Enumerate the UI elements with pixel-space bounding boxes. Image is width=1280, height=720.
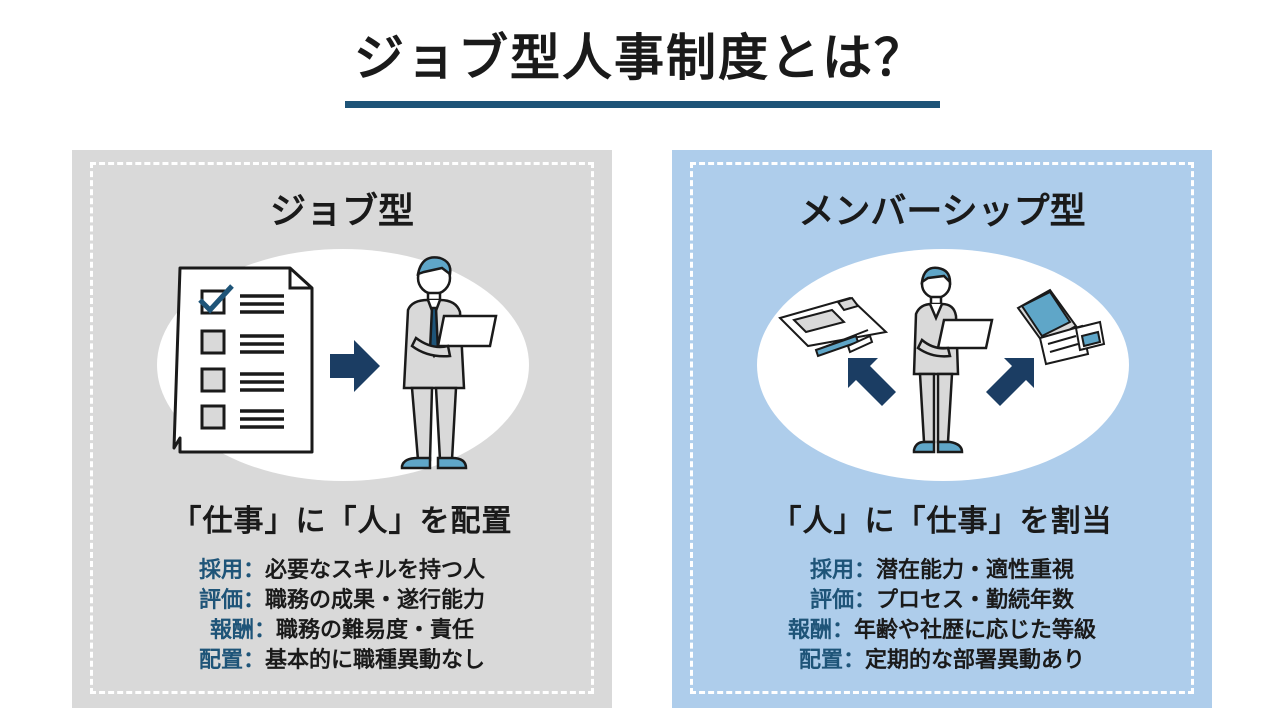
attribute-value: 潜在能力・適性重視	[876, 558, 1075, 583]
attribute-row-recruitment: 採用 ： 潜在能力・適性重視	[672, 552, 1212, 583]
attribute-label: 配置	[198, 648, 243, 673]
arrow-up-right-icon	[986, 358, 1034, 406]
attribute-separator: ：	[853, 558, 876, 583]
membership-type-heading: メンバーシップ型	[798, 191, 1086, 232]
attribute-separator: ：	[253, 618, 276, 643]
attribute-label: 報酬	[787, 618, 832, 643]
attribute-separator: ：	[853, 588, 876, 613]
job-type-attributes: 採用 ： 必要なスキルを持つ人 評価 ： 職務の成果・遂行能力 報酬 ： 職務の…	[72, 552, 612, 673]
job-type-heading: ジョブ型	[269, 191, 414, 232]
attribute-label: 評価	[198, 588, 243, 613]
attribute-separator: ：	[842, 648, 865, 673]
attribute-separator: ：	[242, 558, 265, 583]
dashed-border	[690, 162, 1194, 694]
page-title: ジョブ型人事制度とは？	[354, 29, 926, 87]
arrow-right-icon	[330, 340, 380, 392]
attribute-separator: ：	[242, 588, 265, 613]
job-type-tagline: 「仕事」に「人」を配置	[171, 504, 513, 539]
attribute-row-placement: 配置 ： 定期的な部署異動あり	[672, 642, 1212, 673]
attribute-label: 配置	[798, 648, 843, 673]
attribute-value: プロセス・勤続年数	[876, 588, 1075, 613]
attribute-value: 定期的な部署異動あり	[865, 648, 1086, 673]
documents-icon	[1016, 288, 1106, 366]
membership-type-attributes: 採用 ： 潜在能力・適性重視 評価 ： プロセス・勤続年数 報酬 ： 年齢や社歴…	[672, 552, 1212, 673]
attribute-value: 職務の難易度・責任	[276, 618, 475, 643]
attribute-label: 採用	[198, 558, 243, 583]
membership-type-panel: メンバーシップ型	[672, 150, 1212, 708]
attribute-value: 年齢や社歴に応じた等級	[854, 618, 1097, 643]
title-underline	[345, 101, 940, 108]
blueprint-icon	[778, 296, 889, 358]
attribute-row-recruitment: 採用 ： 必要なスキルを持つ人	[72, 552, 612, 583]
attribute-separator: ：	[831, 618, 854, 643]
attribute-row-placement: 配置 ： 基本的に職種異動なし	[72, 642, 612, 673]
attribute-label: 採用	[809, 558, 854, 583]
attribute-row-compensation: 報酬 ： 職務の難易度・責任	[72, 612, 612, 643]
attribute-row-evaluation: 評価 ： 職務の成果・遂行能力	[72, 582, 612, 613]
attribute-value: 必要なスキルを持つ人	[265, 558, 486, 583]
attribute-separator: ：	[242, 648, 265, 673]
attribute-value: 基本的に職種異動なし	[265, 648, 486, 673]
attribute-row-evaluation: 評価 ： プロセス・勤続年数	[672, 582, 1212, 613]
attribute-value: 職務の成果・遂行能力	[265, 588, 486, 613]
membership-type-tagline: 「人」に「仕事」を割当	[771, 504, 1113, 539]
checklist-icon	[172, 266, 314, 454]
businessman-laptop-icon	[400, 256, 498, 470]
job-type-illustration	[172, 256, 498, 470]
attribute-label: 報酬	[209, 618, 254, 643]
job-type-panel: ジョブ型	[72, 150, 612, 708]
attribute-row-compensation: 報酬 ： 年齢や社歴に応じた等級	[672, 612, 1212, 643]
arrow-up-left-icon	[848, 358, 896, 406]
businesswoman-laptop-icon	[912, 266, 994, 454]
dashed-border	[90, 162, 594, 694]
attribute-label: 評価	[809, 588, 854, 613]
membership-type-illustration	[778, 266, 1106, 454]
